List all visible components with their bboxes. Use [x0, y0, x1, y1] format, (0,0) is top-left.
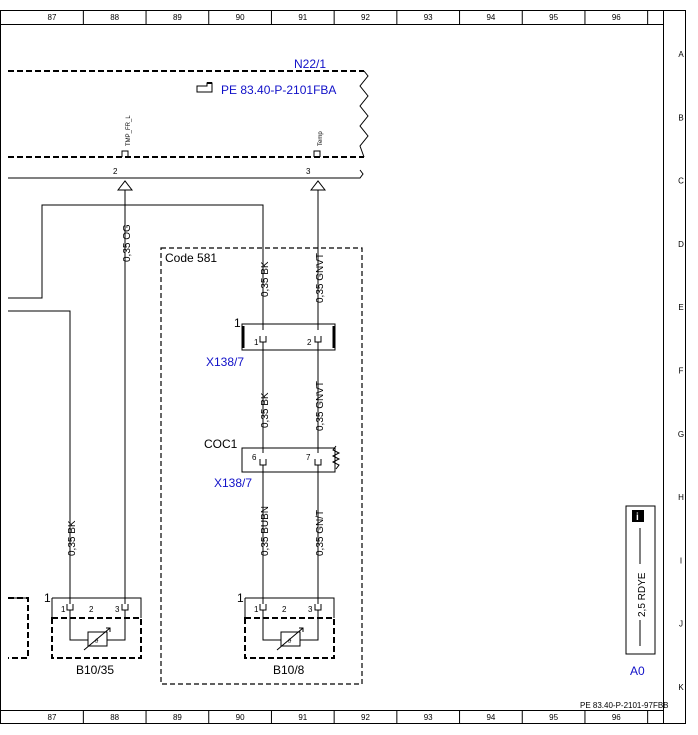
column-label: 91	[298, 713, 307, 722]
hand-pointer-icon	[196, 82, 213, 93]
wire-label-gnt: 0,35 GN/T	[315, 510, 326, 556]
n22-pin-2	[121, 150, 129, 157]
row-label: C	[678, 177, 684, 186]
column-label: 90	[236, 713, 245, 722]
column-label: 94	[486, 13, 495, 22]
b10-8-pin-3: 3	[308, 605, 313, 614]
column-label: 96	[612, 13, 621, 22]
n22-module-name: N22/1	[294, 57, 326, 71]
a0-name: A0	[630, 664, 645, 678]
x138-top-pin-2: 2	[307, 338, 312, 347]
x138-top-name: X138/7	[206, 355, 244, 369]
n22-pin2-number: 2	[113, 167, 118, 176]
column-label: 94	[486, 713, 495, 722]
sensor-b10-8: ϑ 1 1 2 3 B10/8	[237, 591, 335, 677]
column-label: 92	[361, 13, 370, 22]
svg-text:i: i	[636, 512, 639, 523]
b10-8-pin-2: 2	[282, 605, 287, 614]
row-label: A	[678, 50, 684, 59]
wire-label-bk-left: 0,35 BK	[67, 520, 78, 556]
wire-label-gnvt-mid: 0,35 GNVT	[315, 381, 326, 431]
wire-label-gnvt-top: 0,35 GNVT	[315, 253, 326, 303]
code-581-box	[160, 247, 363, 685]
pin2-ground-arrow	[116, 180, 134, 191]
row-labels: ABCDEFGHIJKL	[678, 50, 684, 692]
row-label: F	[679, 367, 684, 376]
b10-35-theta: ϑ	[95, 639, 99, 645]
wire-label-bk-mid: 0,35 BK	[260, 392, 271, 428]
n22-pin-3	[313, 150, 321, 157]
wire-label-bk-top: 0,35 BK	[260, 261, 271, 297]
n22-module-break-edge	[359, 70, 369, 158]
column-label: 89	[173, 713, 182, 722]
row-label: D	[678, 240, 684, 249]
row-label: K	[678, 683, 684, 692]
a0-wire-label: 2,5 RDYE	[637, 572, 648, 617]
code-581-label: Code 581	[165, 251, 217, 265]
b10-35-index: 1	[44, 591, 51, 605]
info-icon: i	[632, 510, 644, 523]
a0-box	[625, 505, 656, 655]
b10-8-name: B10/8	[273, 663, 305, 677]
column-label: 92	[361, 713, 370, 722]
n22-pin3-signal: Temp	[318, 131, 324, 146]
column-ticks	[82, 10, 649, 724]
n22-connector-line	[8, 169, 364, 179]
coc1-pin-7: 7	[306, 453, 311, 462]
column-label: 88	[110, 13, 119, 22]
row-label: J	[679, 620, 683, 629]
x138-top-pin-1: 1	[254, 338, 259, 347]
column-label: 93	[424, 713, 433, 722]
coc1-connector-name: X138/7	[214, 476, 252, 490]
wire-label-og: 0,35 OG	[122, 224, 133, 262]
pin3-ground-arrow	[309, 180, 327, 191]
wire-bk-left	[8, 310, 71, 604]
b10-8-theta: ϑ	[288, 639, 292, 645]
column-label: 89	[173, 13, 182, 22]
column-labels-top: 87 88 89 90 91 92 93 94 95 96	[48, 13, 622, 22]
n22-doc-reference: PE 83.40-P-2101FBA	[221, 83, 336, 97]
column-label: 90	[236, 13, 245, 22]
column-label: 96	[612, 713, 621, 722]
b10-8-pin-1: 1	[254, 605, 259, 614]
column-label: 93	[424, 13, 433, 22]
column-label: 91	[298, 13, 307, 22]
column-label: 87	[48, 713, 57, 722]
row-label: E	[678, 303, 683, 312]
b10-35-name: B10/35	[76, 663, 114, 677]
b10-35-pin-2: 2	[89, 605, 94, 614]
wire-bk-top	[8, 204, 264, 330]
coc1-label: COC1	[204, 437, 238, 451]
coc1-pin-6: 6	[252, 453, 257, 462]
column-label: 95	[549, 13, 558, 22]
n22-pin3-number: 3	[306, 167, 311, 176]
row-label: G	[678, 430, 684, 439]
diagram-frame	[0, 10, 686, 724]
n22-pin2-signal: TMP_FR_L	[126, 115, 132, 146]
column-label: 87	[48, 13, 57, 22]
b10-35-pin-3: 3	[115, 605, 120, 614]
b10-35-pin-1: 1	[61, 605, 66, 614]
row-label: H	[678, 493, 684, 502]
column-label: 88	[110, 713, 119, 722]
row-label: B	[678, 113, 683, 122]
sensor-b10-35: ϑ 1 1 2 3 B10/35	[44, 591, 142, 677]
x138-top-index: 1	[234, 316, 241, 330]
coc1-connector	[241, 447, 336, 473]
wire-label-bubn: 0,35 BUBN	[260, 506, 271, 556]
b10-8-index: 1	[237, 591, 244, 605]
left-edge-module	[8, 597, 29, 659]
column-labels-bottom: 87 88 89 90 91 92 93 94 95 96	[48, 713, 622, 722]
column-label: 95	[549, 713, 558, 722]
row-label: I	[680, 556, 682, 565]
footer-doc-reference: PE 83.40-P-2101-97FBB	[580, 701, 669, 710]
